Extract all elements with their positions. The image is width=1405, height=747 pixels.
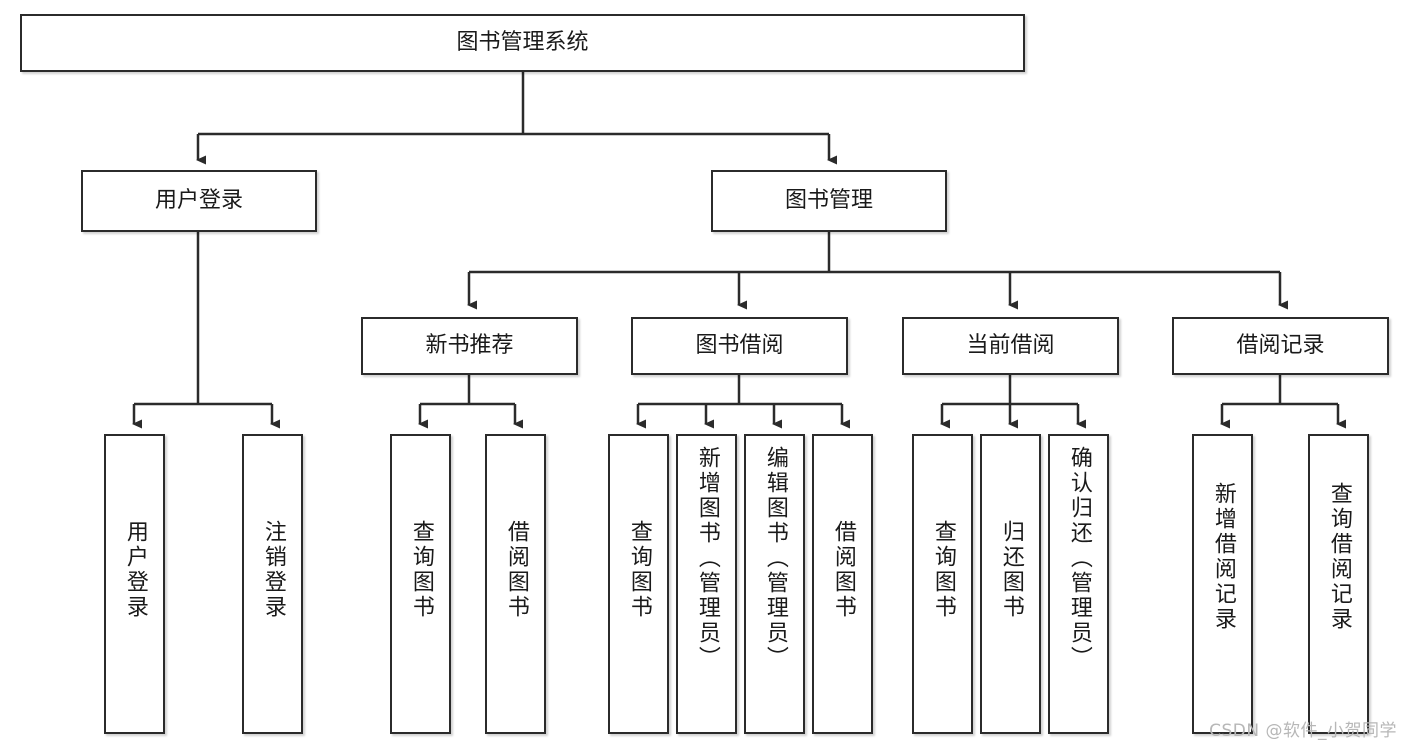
leaf-current-return-book[interactable]: 归还图书: [980, 434, 1041, 734]
node-label: 确认归还（管理员）: [1066, 446, 1092, 671]
node-label: 新增借阅记录: [1210, 482, 1236, 632]
node-label: 归还图书: [998, 520, 1024, 620]
node-label: 查询图书: [930, 520, 956, 620]
node-label: 借阅记录: [1236, 332, 1325, 358]
node-book-management[interactable]: 图书管理: [711, 170, 947, 232]
leaf-new-book-query[interactable]: 查询图书: [390, 434, 451, 734]
node-label: 查询借阅记录: [1326, 482, 1352, 632]
node-root-system[interactable]: 图书管理系统: [20, 14, 1025, 72]
leaf-records-add-record[interactable]: 新增借阅记录: [1192, 434, 1253, 734]
node-label: 编辑图书（管理员）: [762, 446, 788, 671]
node-label: 借阅图书: [503, 520, 529, 620]
node-borrow-records[interactable]: 借阅记录: [1172, 317, 1389, 375]
node-book-borrow[interactable]: 图书借阅: [631, 317, 848, 375]
leaf-new-book-borrow[interactable]: 借阅图书: [485, 434, 546, 734]
leaf-current-confirm-return-admin[interactable]: 确认归还（管理员）: [1048, 434, 1109, 734]
node-label: 当前借阅: [966, 332, 1055, 358]
leaf-borrow-query-book[interactable]: 查询图书: [608, 434, 669, 734]
leaf-borrow-add-book-admin[interactable]: 新增图书（管理员）: [676, 434, 737, 734]
node-label: 注销登录: [260, 520, 286, 620]
leaf-records-query-record[interactable]: 查询借阅记录: [1308, 434, 1369, 734]
node-label: 图书管理系统: [456, 29, 589, 55]
node-label: 图书借阅: [695, 332, 784, 358]
node-label: 用户登录: [122, 520, 148, 620]
node-label: 借阅图书: [830, 520, 856, 620]
node-user-login[interactable]: 用户登录: [81, 170, 317, 232]
leaf-user-login-signout[interactable]: 注销登录: [242, 434, 303, 734]
leaf-current-query-book[interactable]: 查询图书: [912, 434, 973, 734]
node-new-book-recommend[interactable]: 新书推荐: [361, 317, 578, 375]
node-label: 查询图书: [408, 520, 434, 620]
node-label: 查询图书: [626, 520, 652, 620]
node-current-borrow[interactable]: 当前借阅: [902, 317, 1119, 375]
node-label: 新增图书（管理员）: [694, 446, 720, 671]
node-label: 图书管理: [784, 187, 873, 213]
leaf-borrow-edit-book-admin[interactable]: 编辑图书（管理员）: [744, 434, 805, 734]
watermark-text: CSDN @软件_小贺同学: [1209, 721, 1397, 741]
leaf-user-login-signin[interactable]: 用户登录: [104, 434, 165, 734]
node-label: 用户登录: [154, 187, 243, 213]
leaf-borrow-borrow-book[interactable]: 借阅图书: [812, 434, 873, 734]
node-label: 新书推荐: [425, 332, 514, 358]
